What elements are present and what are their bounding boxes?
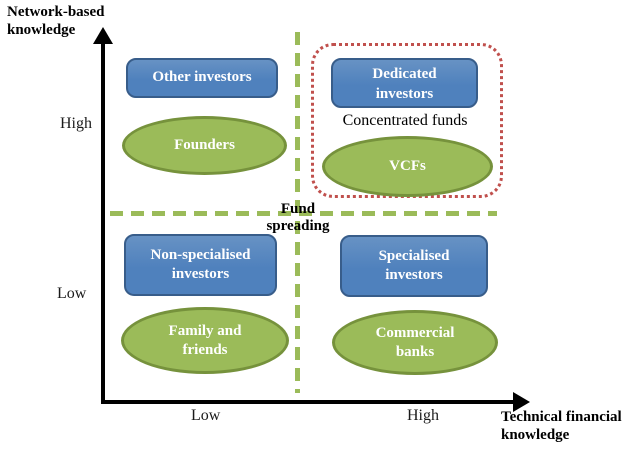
x-axis-line (101, 400, 515, 404)
box-other-investors-label: Other investors (152, 69, 252, 86)
y-axis-high-label: High (60, 115, 92, 132)
x-axis-low-label: Low (191, 407, 221, 424)
box-dedicated-investors: Dedicated investors (331, 58, 478, 108)
concentrated-funds-label: Concentrated funds (342, 112, 468, 129)
y-axis-low-label: Low (57, 285, 87, 302)
y-axis-line (101, 40, 105, 404)
box-non-specialised-investors: Non-specialised investors (124, 234, 277, 296)
ellipse-commercial-banks: Commercial banks (332, 310, 498, 375)
ellipse-commercial-banks-label: Commercial banks (375, 324, 455, 360)
box-specialised-investors: Specialised investors (340, 235, 488, 297)
box-non-specialised-investors-label: Non-specialised investors (150, 246, 251, 283)
ellipse-family-and-friends-label: Family and friends (168, 322, 242, 358)
x-axis-title: Technical financial knowledge (501, 409, 622, 443)
x-axis-arrow-icon (513, 392, 530, 412)
ellipse-vcfs: VCFs (322, 136, 493, 197)
x-axis-high-label: High (407, 407, 439, 424)
box-specialised-investors-label: Specialised investors (378, 247, 450, 284)
box-dedicated-investors-label: Dedicated investors (372, 66, 437, 102)
y-axis-arrow-icon (93, 27, 113, 44)
ellipse-vcfs-label: VCFs (389, 158, 426, 175)
horizontal-dashed-divider (110, 211, 497, 216)
fund-spreading-label: Fund spreading (266, 201, 330, 234)
ellipse-family-and-friends: Family and friends (121, 307, 289, 374)
ellipse-founders-label: Founders (174, 137, 235, 154)
y-axis-title: Network-based knowledge (7, 4, 105, 38)
box-other-investors: Other investors (126, 58, 278, 98)
ellipse-founders: Founders (122, 116, 287, 175)
